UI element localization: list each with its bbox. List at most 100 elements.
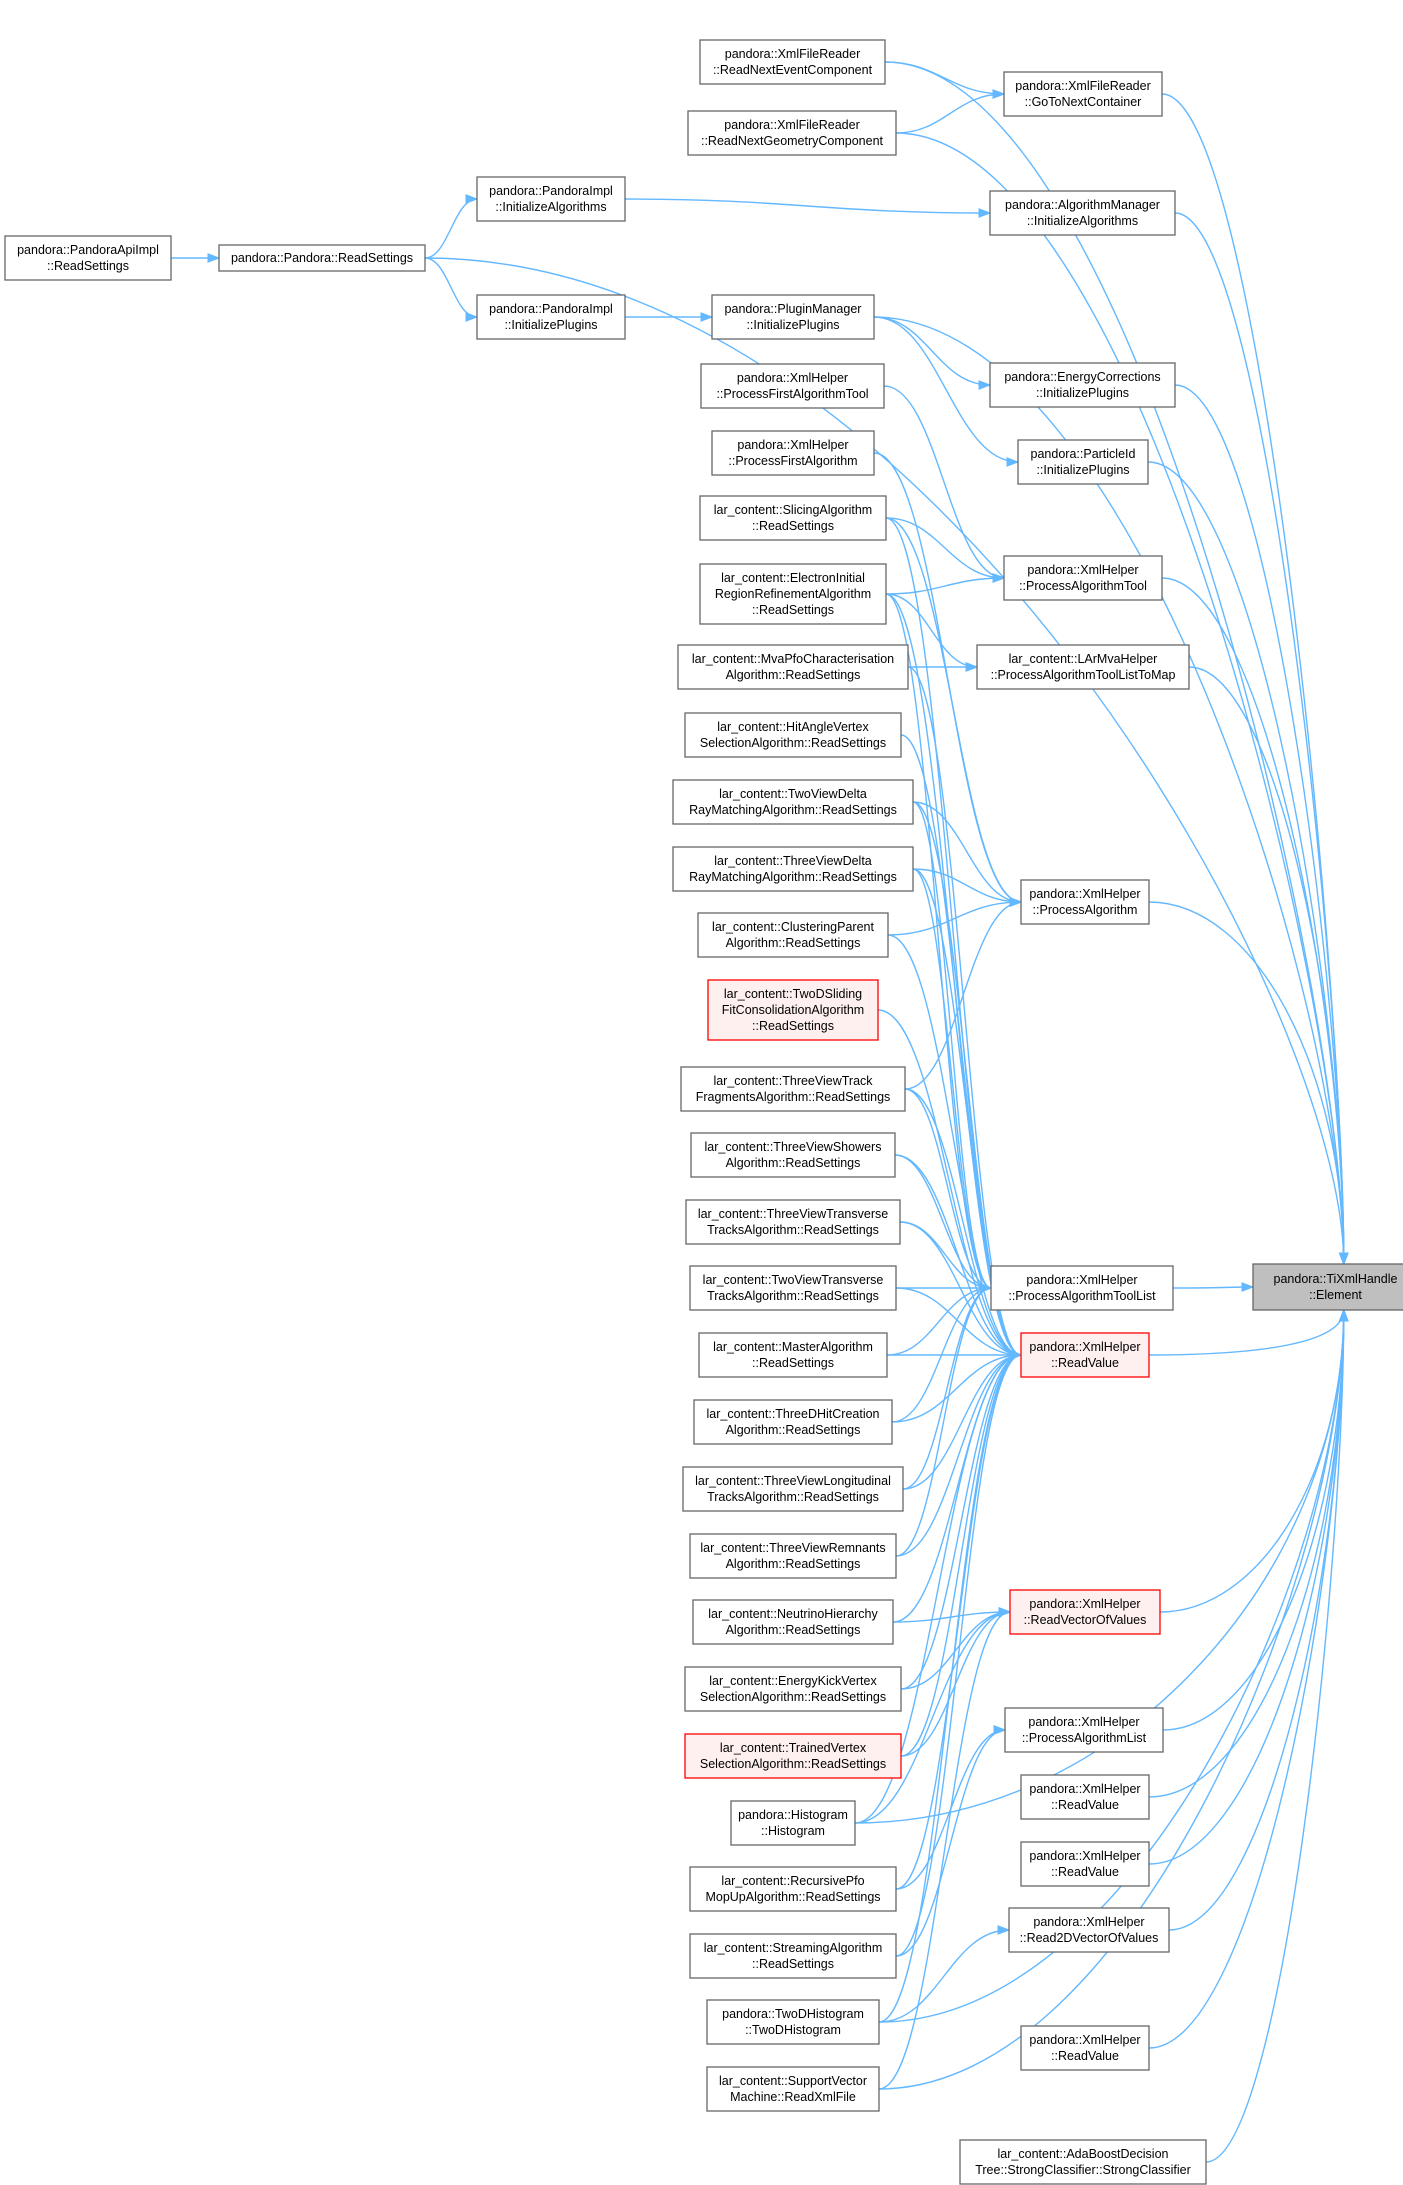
graph-node-lar_mva[interactable]: lar_content::LArMvaHelper::ProcessAlgori… bbox=[976, 644, 1190, 690]
node-label: lar_content::LArMvaHelper bbox=[1009, 652, 1158, 666]
graph-node-xh_pat[interactable]: pandora::XmlHelper::ProcessAlgorithmTool bbox=[1003, 555, 1163, 601]
node-label: lar_content::ThreeDHitCreation bbox=[707, 1407, 880, 1421]
graph-node-eirr[interactable]: lar_content::ElectronInitialRegionRefine… bbox=[699, 563, 887, 625]
graph-node-pi_ip[interactable]: pandora::PandoraImpl::InitializePlugins bbox=[476, 294, 626, 340]
node-label: pandora::PandoraImpl bbox=[489, 302, 613, 316]
graph-node-ec_ip[interactable]: pandora::EnergyCorrections::InitializePl… bbox=[989, 362, 1176, 408]
edge-line bbox=[891, 1287, 992, 1423]
node-box bbox=[1020, 1332, 1150, 1378]
edge-line bbox=[895, 93, 1005, 134]
edge-arrowhead bbox=[1338, 1252, 1349, 1266]
node-label: pandora::XmlHelper bbox=[737, 371, 848, 385]
graph-node-tvr[interactable]: lar_content::ThreeViewRemnantsAlgorithm:… bbox=[689, 1533, 897, 1579]
edge-line bbox=[1159, 1309, 1345, 1613]
node-box bbox=[711, 294, 875, 340]
node-box bbox=[1252, 1263, 1403, 1311]
node-box bbox=[989, 190, 1176, 236]
node-label: ::ProcessFirstAlgorithmTool bbox=[716, 387, 868, 401]
graph-node-master[interactable]: lar_content::MasterAlgorithm::ReadSettin… bbox=[698, 1332, 888, 1378]
graph-node-xh_pal[interactable]: pandora::XmlHelper::ProcessAlgorithmList bbox=[1004, 1707, 1164, 1753]
node-box bbox=[1004, 1707, 1164, 1753]
graph-node-xh_rv1[interactable]: pandora::XmlHelper::ReadValue bbox=[1020, 1332, 1150, 1378]
graph-node-tv[interactable]: lar_content::TrainedVertexSelectionAlgor… bbox=[684, 1733, 902, 1779]
edge-arrowhead bbox=[1241, 1282, 1255, 1292]
node-label: pandora::ParticleId bbox=[1031, 447, 1136, 461]
edge-line bbox=[891, 1354, 1022, 1423]
graph-node-slice[interactable]: lar_content::SlicingAlgorithm::ReadSetti… bbox=[699, 495, 887, 541]
graph-node-xfr_ngc[interactable]: pandora::XmlFileReader::ReadNextGeometry… bbox=[687, 110, 897, 156]
graph-node-tvlt[interactable]: lar_content::ThreeViewLongitudinalTracks… bbox=[682, 1466, 904, 1512]
edge-line bbox=[886, 1287, 992, 1356]
graph-node-xh_rv2[interactable]: pandora::XmlHelper::ReadValue bbox=[1020, 1774, 1150, 1820]
graph-node-clp[interactable]: lar_content::ClusteringParentAlgorithm::… bbox=[697, 912, 889, 958]
node-label: TracksAlgorithm::ReadSettings bbox=[707, 1223, 879, 1237]
edge-arrowhead bbox=[1006, 457, 1020, 467]
node-label: ::ReadSettings bbox=[752, 603, 834, 617]
graph-node-xh_rv3[interactable]: pandora::XmlHelper::ReadValue bbox=[1020, 1841, 1150, 1887]
graph-node-xh_pfat[interactable]: pandora::XmlHelper::ProcessFirstAlgorith… bbox=[700, 363, 885, 409]
graph-node-nh[interactable]: lar_content::NeutrinoHierarchyAlgorithm:… bbox=[692, 1599, 894, 1645]
node-label: Machine::ReadXmlFile bbox=[730, 2090, 856, 2104]
graph-node-thvdr[interactable]: lar_content::ThreeViewDeltaRayMatchingAl… bbox=[672, 846, 914, 892]
graph-node-am_ia[interactable]: pandora::AlgorithmManager::InitializeAlg… bbox=[989, 190, 1176, 236]
graph-node-tvtt[interactable]: lar_content::ThreeViewTransverseTracksAl… bbox=[685, 1199, 901, 1245]
graph-node-svm[interactable]: lar_content::SupportVectorMachine::ReadX… bbox=[706, 2066, 880, 2112]
call-edge bbox=[895, 89, 1006, 134]
graph-node-ada[interactable]: lar_content::AdaBoostDecisionTree::Stron… bbox=[959, 2139, 1207, 2185]
edge-line bbox=[424, 257, 1345, 1265]
graph-node-xh_rv4[interactable]: pandora::XmlHelper::ReadValue bbox=[1020, 2025, 1150, 2071]
node-label: lar_content::TrainedVertex bbox=[720, 1741, 867, 1755]
node-label: lar_content::TwoViewDelta bbox=[719, 787, 867, 801]
call-edge bbox=[1172, 1282, 1255, 1292]
edge-line bbox=[912, 801, 992, 1289]
graph-node-ekv[interactable]: lar_content::EnergyKickVertexSelectionAl… bbox=[684, 1666, 902, 1712]
graph-node-tdhc[interactable]: lar_content::ThreeDHitCreationAlgorithm:… bbox=[693, 1399, 893, 1445]
graph-node-pid_ip[interactable]: pandora::ParticleId::InitializePlugins bbox=[1017, 439, 1149, 485]
graph-node-hist[interactable]: pandora::Histogram::Histogram bbox=[730, 1800, 856, 1846]
call-edge bbox=[625, 312, 714, 322]
edge-line bbox=[904, 901, 1022, 1090]
call-edge bbox=[907, 662, 979, 672]
graph-node-mvapfo[interactable]: lar_content::MvaPfoCharacterisationAlgor… bbox=[677, 644, 909, 690]
graph-node-pi_ia[interactable]: pandora::PandoraImpl::InitializeAlgorith… bbox=[476, 176, 626, 222]
graph-node-xfr_gtnc[interactable]: pandora::XmlFileReader::GoToNextContaine… bbox=[1003, 71, 1163, 117]
graph-node-hav[interactable]: lar_content::HitAngleVertexSelectionAlgo… bbox=[684, 712, 902, 758]
graph-node-tdsfc[interactable]: lar_content::TwoDSlidingFitConsolidation… bbox=[707, 979, 879, 1041]
node-box bbox=[218, 244, 426, 272]
node-label: ::ReadVectorOfValues bbox=[1024, 1613, 1147, 1627]
node-label: lar_content::ThreeViewTransverse bbox=[698, 1207, 888, 1221]
node-label: pandora::XmlFileReader bbox=[724, 118, 860, 132]
graph-node-tvs[interactable]: lar_content::ThreeViewShowersAlgorithm::… bbox=[690, 1132, 896, 1178]
node-label: pandora::XmlHelper bbox=[1029, 1597, 1140, 1611]
graph-node-xh_patl[interactable]: pandora::XmlHelper::ProcessAlgorithmTool… bbox=[990, 1265, 1174, 1311]
node-label: lar_content::ThreeViewLongitudinal bbox=[695, 1474, 891, 1488]
edge-line bbox=[904, 1088, 1022, 1356]
graph-node-pm_ip[interactable]: pandora::PluginManager::InitializePlugin… bbox=[711, 294, 875, 340]
graph-node-hist2d[interactable]: pandora::TwoDHistogram::TwoDHistogram bbox=[706, 1999, 880, 2045]
graph-node-tvtf[interactable]: lar_content::ThreeViewTrackFragmentsAlgo… bbox=[680, 1066, 906, 1112]
graph-node-xfr_nec[interactable]: pandora::XmlFileReader::ReadNextEventCom… bbox=[699, 39, 886, 85]
node-label: pandora::XmlHelper bbox=[1029, 887, 1140, 901]
graph-node-pai_rs[interactable]: pandora::PandoraApiImpl::ReadSettings bbox=[4, 235, 172, 281]
edge-arrowhead bbox=[979, 1283, 993, 1293]
call-edge bbox=[1174, 212, 1349, 1266]
graph-node-root[interactable]: pandora::TiXmlHandle::Element bbox=[1252, 1263, 1403, 1311]
node-box bbox=[1017, 439, 1149, 485]
graph-node-xh_rvov[interactable]: pandora::XmlHelper::ReadVectorOfValues bbox=[1009, 1589, 1161, 1635]
call-edge bbox=[1148, 1308, 1349, 1798]
graph-node-xh_r2d[interactable]: pandora::XmlHelper::Read2DVectorOfValues bbox=[1008, 1907, 1170, 1953]
node-label: lar_content::ClusteringParent bbox=[712, 920, 874, 934]
graph-node-stream[interactable]: lar_content::StreamingAlgorithm::ReadSet… bbox=[689, 1933, 897, 1979]
graph-node-p_rs[interactable]: pandora::Pandora::ReadSettings bbox=[218, 244, 426, 272]
node-box bbox=[684, 1666, 902, 1712]
node-label: Algorithm::ReadSettings bbox=[726, 936, 861, 950]
edge-line bbox=[907, 666, 1022, 1356]
graph-node-rpfo[interactable]: lar_content::RecursivePfoMopUpAlgorithm:… bbox=[689, 1866, 897, 1912]
graph-node-twvtt[interactable]: lar_content::TwoViewTransverseTracksAlgo… bbox=[689, 1265, 897, 1311]
graph-node-xh_pfa[interactable]: pandora::XmlHelper::ProcessFirstAlgorith… bbox=[711, 430, 875, 476]
graph-node-xh_pa[interactable]: pandora::XmlHelper::ProcessAlgorithm bbox=[1020, 879, 1150, 925]
edge-line bbox=[1162, 1309, 1345, 1731]
node-label: pandora::XmlHelper bbox=[1033, 1915, 1144, 1929]
graph-node-tvdr[interactable]: lar_content::TwoViewDeltaRayMatchingAlgo… bbox=[672, 779, 914, 825]
